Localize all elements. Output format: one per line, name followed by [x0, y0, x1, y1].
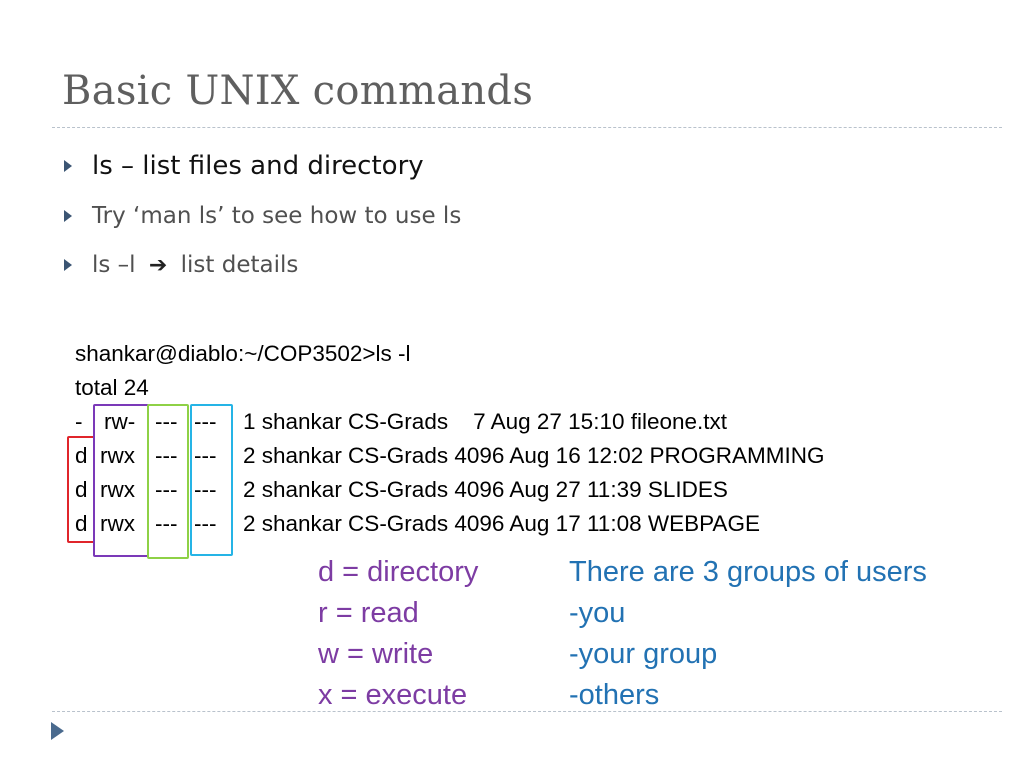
file-type-highlight-box [67, 436, 95, 543]
bullet-list: ls – list files and directory Try ‘man l… [62, 146, 461, 294]
file-type: d [75, 443, 88, 468]
other-permissions: --- [194, 511, 217, 536]
groups-heading: There are 3 groups of users [569, 556, 927, 588]
file-type: d [75, 477, 88, 502]
terminal-prompt: shankar@diablo:~/COP3502>ls -l [75, 341, 411, 366]
terminal-total: total 24 [75, 375, 149, 400]
footer-divider [52, 711, 1002, 712]
file-details: 2 shankar CS-Grads 4096 Aug 27 11:39 SLI… [243, 477, 728, 502]
user-permissions: rwx [100, 477, 135, 502]
user-permissions: rw- [104, 409, 136, 434]
group-others: -others [569, 679, 660, 711]
group-you: -you [569, 597, 626, 629]
right-arrow-icon: ➔ [148, 253, 168, 278]
file-type: - [75, 409, 83, 434]
group-permissions: --- [155, 511, 178, 536]
file-details: 2 shankar CS-Grads 4096 Aug 16 12:02 PRO… [243, 443, 825, 468]
other-permissions: --- [194, 443, 217, 468]
legend-execute: x = execute [318, 679, 468, 711]
user-permissions-highlight-box [93, 404, 149, 557]
other-permissions: --- [194, 409, 217, 434]
bullet-man-ls: Try ‘man ls’ to see how to use ls [62, 196, 461, 245]
group-your-group: -your group [569, 638, 718, 670]
bullet-ls: ls – list files and directory [62, 146, 461, 196]
listing-row: d rwx --- --- 2 shankar CS-Grads 4096 Au… [75, 473, 975, 507]
bullet-text-description: list details [180, 252, 299, 278]
legend-write: w = write [318, 638, 434, 670]
other-permissions-highlight-box [190, 404, 233, 556]
bullet-triangle-icon [64, 160, 72, 172]
next-slide-arrow-icon[interactable] [51, 722, 64, 740]
listing-row: d rwx --- --- 2 shankar CS-Grads 4096 Au… [75, 439, 975, 473]
file-type: d [75, 511, 88, 536]
group-permissions: --- [155, 409, 178, 434]
legend-directory: d = directory [318, 556, 479, 588]
user-permissions: rwx [100, 511, 135, 536]
user-groups-note: There are 3 groups of users -you -your g… [569, 552, 927, 716]
listing-row: - rw- --- --- 1 shankar CS-Grads 7 Aug 2… [75, 405, 975, 439]
bullet-text: Try ‘man ls’ to see how to use ls [92, 203, 462, 229]
permission-legend: d = directory r = read w = write x = exe… [318, 552, 478, 716]
other-permissions: --- [194, 477, 217, 502]
group-permissions-highlight-box [147, 404, 189, 559]
group-permissions: --- [155, 477, 178, 502]
listing-row: d rwx --- --- 2 shankar CS-Grads 4096 Au… [75, 507, 975, 541]
title-divider [52, 127, 1002, 128]
group-permissions: --- [155, 443, 178, 468]
bullet-ls-l: ls –l ➔ list details [62, 245, 461, 294]
bullet-text-command: ls –l [92, 252, 136, 278]
bullet-triangle-icon [64, 259, 72, 271]
bullet-text: ls – list files and directory [92, 151, 424, 181]
file-details: 1 shankar CS-Grads 7 Aug 27 15:10 fileon… [243, 409, 728, 434]
user-permissions: rwx [100, 443, 135, 468]
slide-title: Basic UNIX commands [62, 68, 534, 114]
bullet-triangle-icon [64, 210, 72, 222]
file-details: 2 shankar CS-Grads 4096 Aug 17 11:08 WEB… [243, 511, 760, 536]
legend-read: r = read [318, 597, 419, 629]
